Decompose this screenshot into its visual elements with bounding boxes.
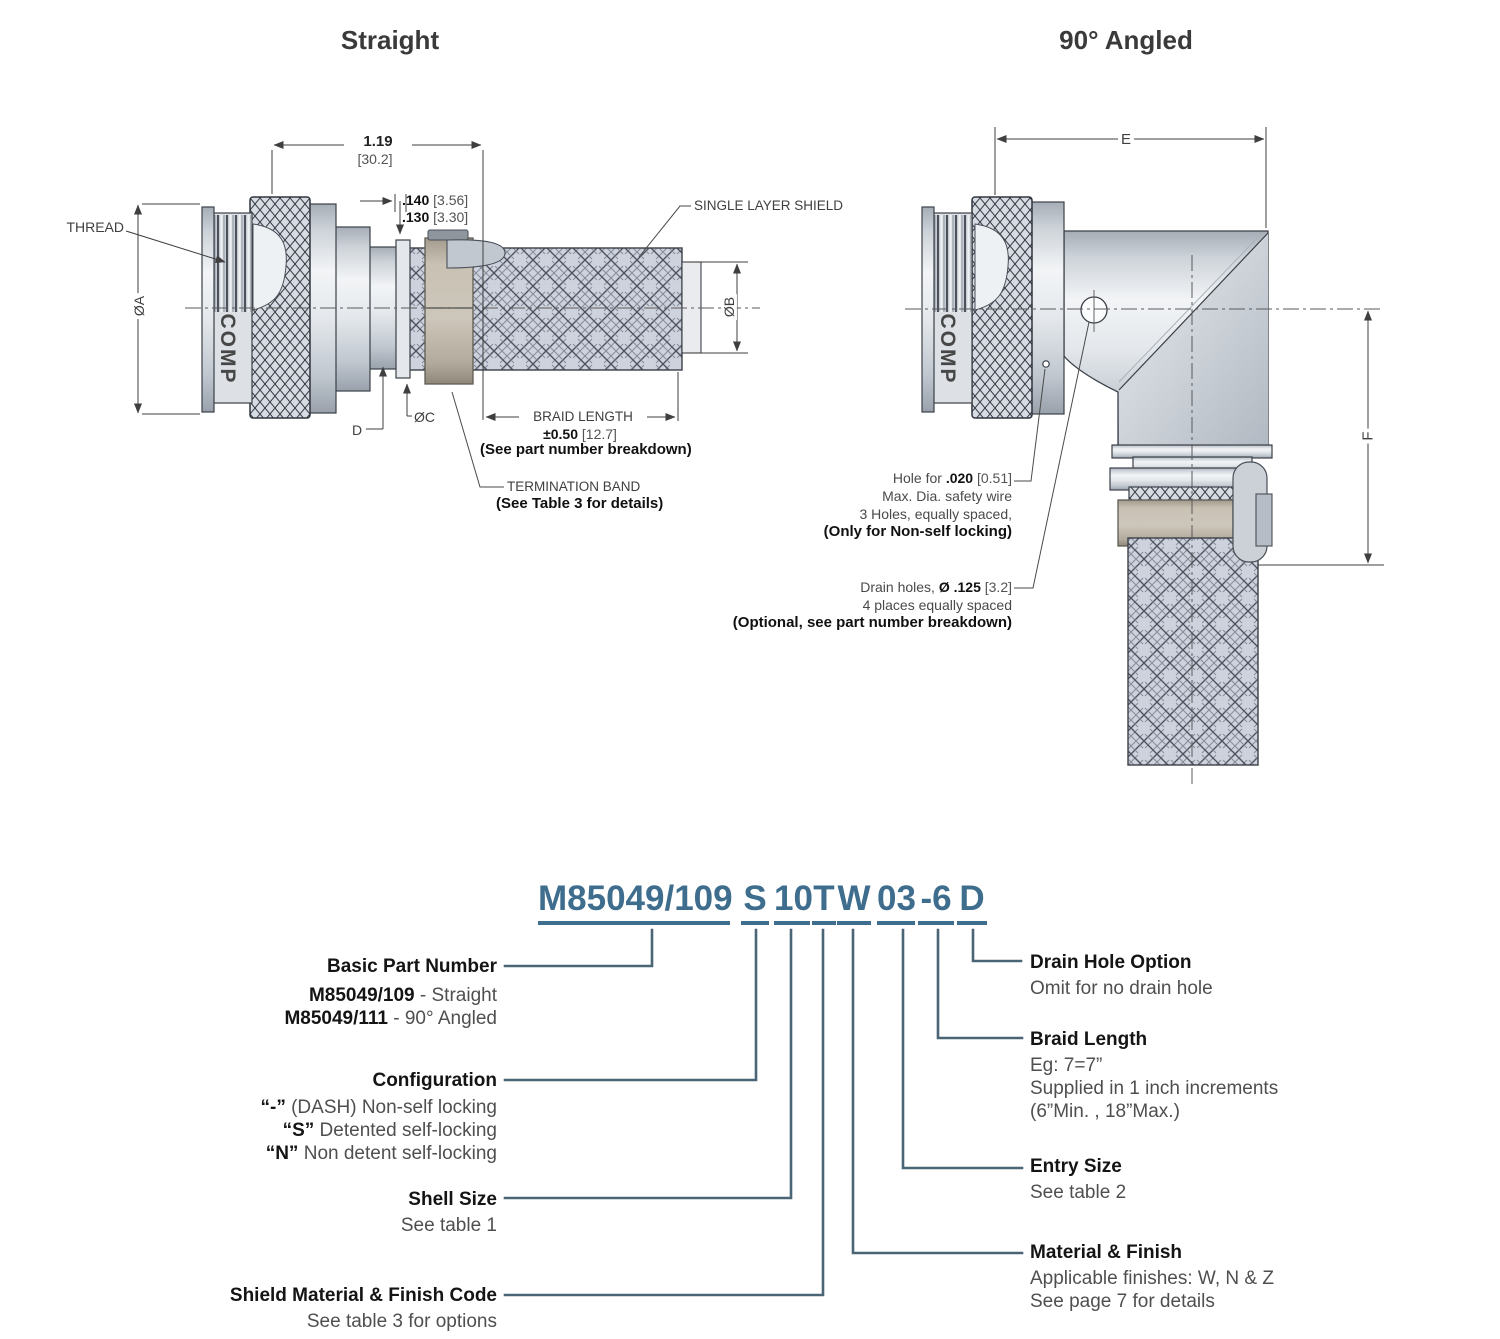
- safety-wire-note-line3: 3 Holes, equally spaced,: [859, 506, 1012, 522]
- basic-part-number-block: Basic Part Number M85049/109 - Straight …: [97, 955, 497, 1030]
- pn-braid-length: -6: [918, 880, 954, 925]
- drain-hole-option-sub: Omit for no drain hole: [1030, 978, 1213, 999]
- shield-material-title: Shield Material & Finish Code: [229, 1285, 497, 1306]
- drain-hole-option-block: Drain Hole Option Omit for no drain hole: [1030, 951, 1450, 1000]
- dia-c-label: ØC: [414, 409, 435, 425]
- band-buckle: [446, 239, 506, 269]
- material-finish-details: See page 7 for details: [1030, 1291, 1215, 1312]
- dim-130: .130 [3.30]: [402, 209, 469, 225]
- comp-marking: COMP: [936, 313, 960, 385]
- configuration-title: Configuration: [372, 1070, 497, 1091]
- braid-length-increments: Supplied in 1 inch increments: [1030, 1078, 1279, 1099]
- drain-hole-option-title: Drain Hole Option: [1030, 952, 1192, 973]
- drain-note-line1: Drain holes, Ø .125 [3.2]: [860, 579, 1012, 595]
- threads: [933, 215, 971, 312]
- config-dash-line: “-” (DASH) Non-self locking: [260, 1097, 498, 1118]
- dim-140: .140 [3.56]: [402, 192, 469, 208]
- angled-title: 90° Angled: [1059, 25, 1193, 55]
- dim-1-19-mm: [30.2]: [357, 151, 393, 167]
- entry-size-title: Entry Size: [1030, 1156, 1122, 1177]
- dim-d-label: D: [352, 422, 363, 438]
- braided-shield: [1127, 537, 1259, 766]
- termination-band-note: (See Table 3 for details): [496, 495, 664, 512]
- angled-connector-drawing: [921, 196, 1273, 766]
- shell-size-sub: See table 1: [400, 1215, 497, 1236]
- thread-label: THREAD: [66, 219, 124, 235]
- dim-e-label: E: [1118, 131, 1135, 149]
- safety-wire-hole: [1042, 360, 1050, 368]
- shell-size-title: Shell Size: [408, 1189, 497, 1210]
- braid-note: (See part number breakdown): [480, 441, 692, 458]
- pn-drain-option: D: [957, 880, 987, 925]
- config-n-line: “N” Non detent self-locking: [265, 1143, 497, 1164]
- breakdown-callout-lines: [503, 928, 1024, 1297]
- basic-straight-line: M85049/109 - Straight: [308, 985, 497, 1006]
- single-layer-shield-label: SINGLE LAYER SHIELD: [694, 198, 844, 213]
- safety-wire-note-line4: (Only for Non-self locking): [823, 523, 1012, 540]
- dim-1-19-in: 1.19: [344, 133, 412, 151]
- shell-size-block: Shell Size See table 1: [97, 1188, 497, 1237]
- safety-wire-note-line1: Hole for .020 [0.51]: [892, 470, 1012, 486]
- straight-title: Straight: [340, 25, 440, 55]
- config-s-line: “S” Detented self-locking: [282, 1120, 497, 1141]
- material-finish-block: Material & Finish Applicable finishes: W…: [1030, 1241, 1450, 1313]
- dia-a-label: ØA: [130, 292, 148, 320]
- shield-material-sub: See table 3 for options: [306, 1311, 497, 1332]
- braid-tolerance: ±0.50 [12.7]: [543, 426, 617, 442]
- braid-length-minmax: (6”Min. , 18”Max.): [1030, 1101, 1180, 1122]
- basic-angled-line: M85049/111 - 90° Angled: [284, 1008, 497, 1029]
- safety-wire-note-line2: Max. Dia. safety wire: [882, 488, 1012, 504]
- braid-length-block: Braid Length Eg: 7=7” Supplied in 1 inch…: [1030, 1028, 1450, 1123]
- braid-length-eg: Eg: 7=7”: [1030, 1055, 1103, 1076]
- material-finish-title: Material & Finish: [1030, 1242, 1183, 1263]
- entry-size-sub: See table 2: [1030, 1182, 1127, 1203]
- dia-b-label: ØB: [720, 293, 738, 321]
- termination-band-label: TERMINATION BAND: [507, 479, 641, 494]
- configuration-block: Configuration “-” (DASH) Non-self lockin…: [97, 1069, 498, 1165]
- pn-basic-number: M85049/109: [538, 880, 733, 925]
- shield-material-block: Shield Material & Finish Code See table …: [97, 1284, 497, 1333]
- drain-note-line2: 4 places equally spaced: [862, 597, 1012, 613]
- drain-note-line3: (Optional, see part number breakdown): [732, 614, 1012, 631]
- pn-shield-code: T: [812, 880, 836, 925]
- comp-marking: COMP: [216, 313, 240, 385]
- pn-shell-size: 10: [774, 880, 813, 925]
- pn-configuration: S: [741, 880, 769, 925]
- material-finish-finishes: Applicable finishes: W, N & Z: [1030, 1268, 1274, 1289]
- threads: [213, 215, 251, 312]
- entry-size-block: Entry Size See table 2: [1030, 1155, 1450, 1204]
- pn-material-finish: W: [837, 880, 871, 925]
- basic-part-number-title: Basic Part Number: [326, 956, 497, 977]
- pn-entry-size: 03: [877, 880, 916, 925]
- braid-length-title: Braid Length: [1030, 1029, 1148, 1050]
- dim-f-label: F: [1359, 428, 1377, 444]
- angled-dimensions: [905, 127, 1384, 788]
- braid-length-label: BRAID LENGTH: [519, 409, 647, 425]
